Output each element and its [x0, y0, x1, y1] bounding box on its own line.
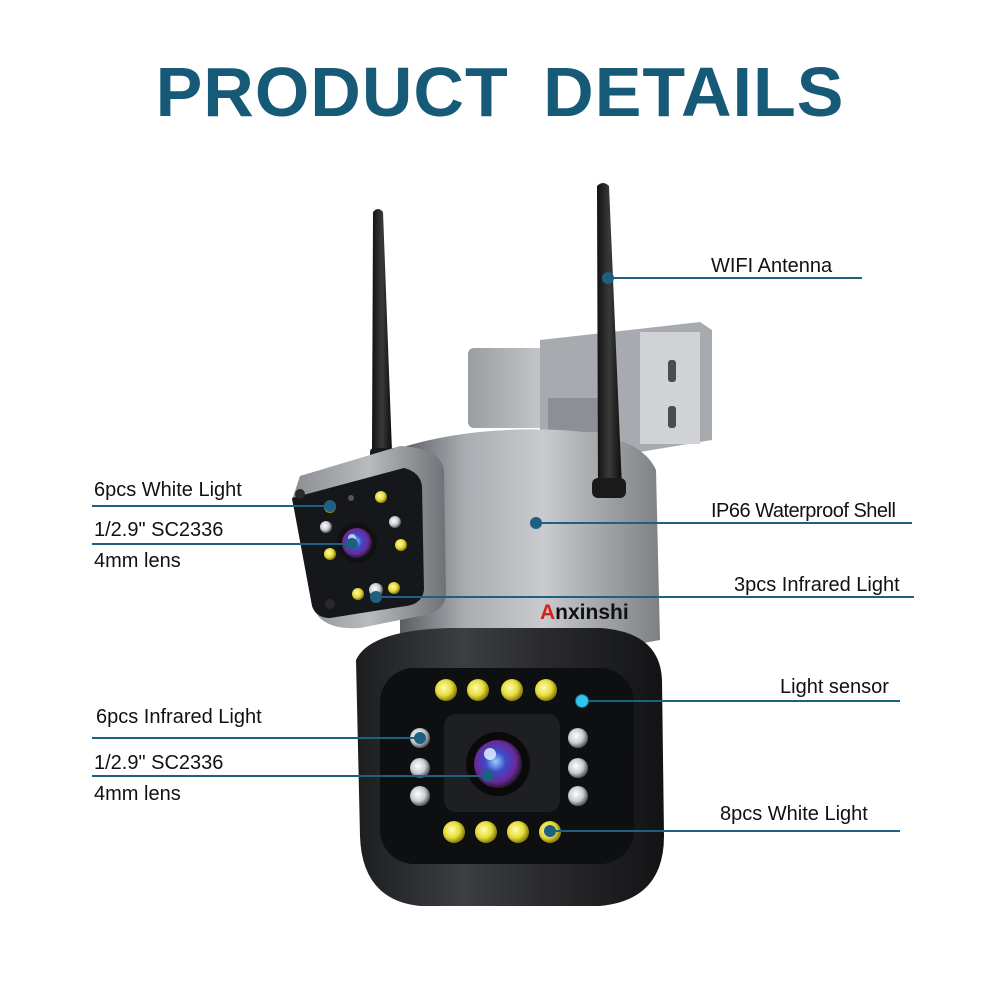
callout-dot-white-8: [544, 825, 556, 837]
top-camera-module: [292, 446, 446, 629]
label-white-8: 8pcs White Light: [720, 803, 868, 825]
callout-line-infrared-3: [376, 596, 914, 598]
callout-line-shell: [536, 522, 912, 524]
callout-line-wifi: [608, 277, 862, 279]
bottom-row-white-leds: [443, 821, 561, 843]
callout-line-bottom-lens: [92, 775, 490, 777]
label-light-sensor: Light sensor: [780, 676, 889, 698]
label-wifi-antenna: WIFI Antenna: [711, 255, 833, 277]
right-infrared-leds: [568, 728, 588, 806]
callout-dot-light-sensor: [575, 694, 589, 708]
ptz-dome: [356, 628, 664, 906]
callout-dot-top-lens: [346, 538, 358, 550]
callout-dot-infrared-6: [414, 732, 426, 744]
callout-line-top-lens: [92, 543, 354, 545]
callout-dot-bottom-lens: [482, 770, 494, 782]
top-row-white-leds: [435, 679, 557, 701]
label-infrared-3: 3pcs Infrared Light: [734, 574, 900, 596]
callout-line-white-8: [550, 830, 900, 832]
callout-dot-white-6: [324, 500, 336, 512]
wall-bracket: [468, 322, 712, 452]
callout-dot-infrared-3: [370, 591, 382, 603]
callout-line-white-6: [92, 505, 332, 507]
label-bottom-lens-spec: 1/2.9" SC2336: [94, 752, 224, 774]
label-white-6: 6pcs White Light: [94, 479, 242, 501]
label-top-lens-spec: 1/2.9" SC2336: [94, 519, 224, 541]
callout-line-light-sensor: [582, 700, 900, 702]
callout-line-infrared-6: [92, 737, 422, 739]
callout-dot-shell: [530, 517, 542, 529]
label-top-lens-size: 4mm lens: [94, 550, 181, 572]
left-antenna: [370, 209, 396, 462]
label-waterproof-shell: IP66 Waterproof Shell: [711, 500, 896, 522]
right-antenna: [592, 183, 626, 498]
label-bottom-lens-size: 4mm lens: [94, 783, 181, 805]
callout-dot-wifi: [602, 272, 614, 284]
brand-logo: Anxinshi: [540, 601, 629, 624]
page-title: PRODUCT DETAILS: [155, 53, 845, 131]
label-infrared-6: 6pcs Infrared Light: [96, 706, 262, 728]
